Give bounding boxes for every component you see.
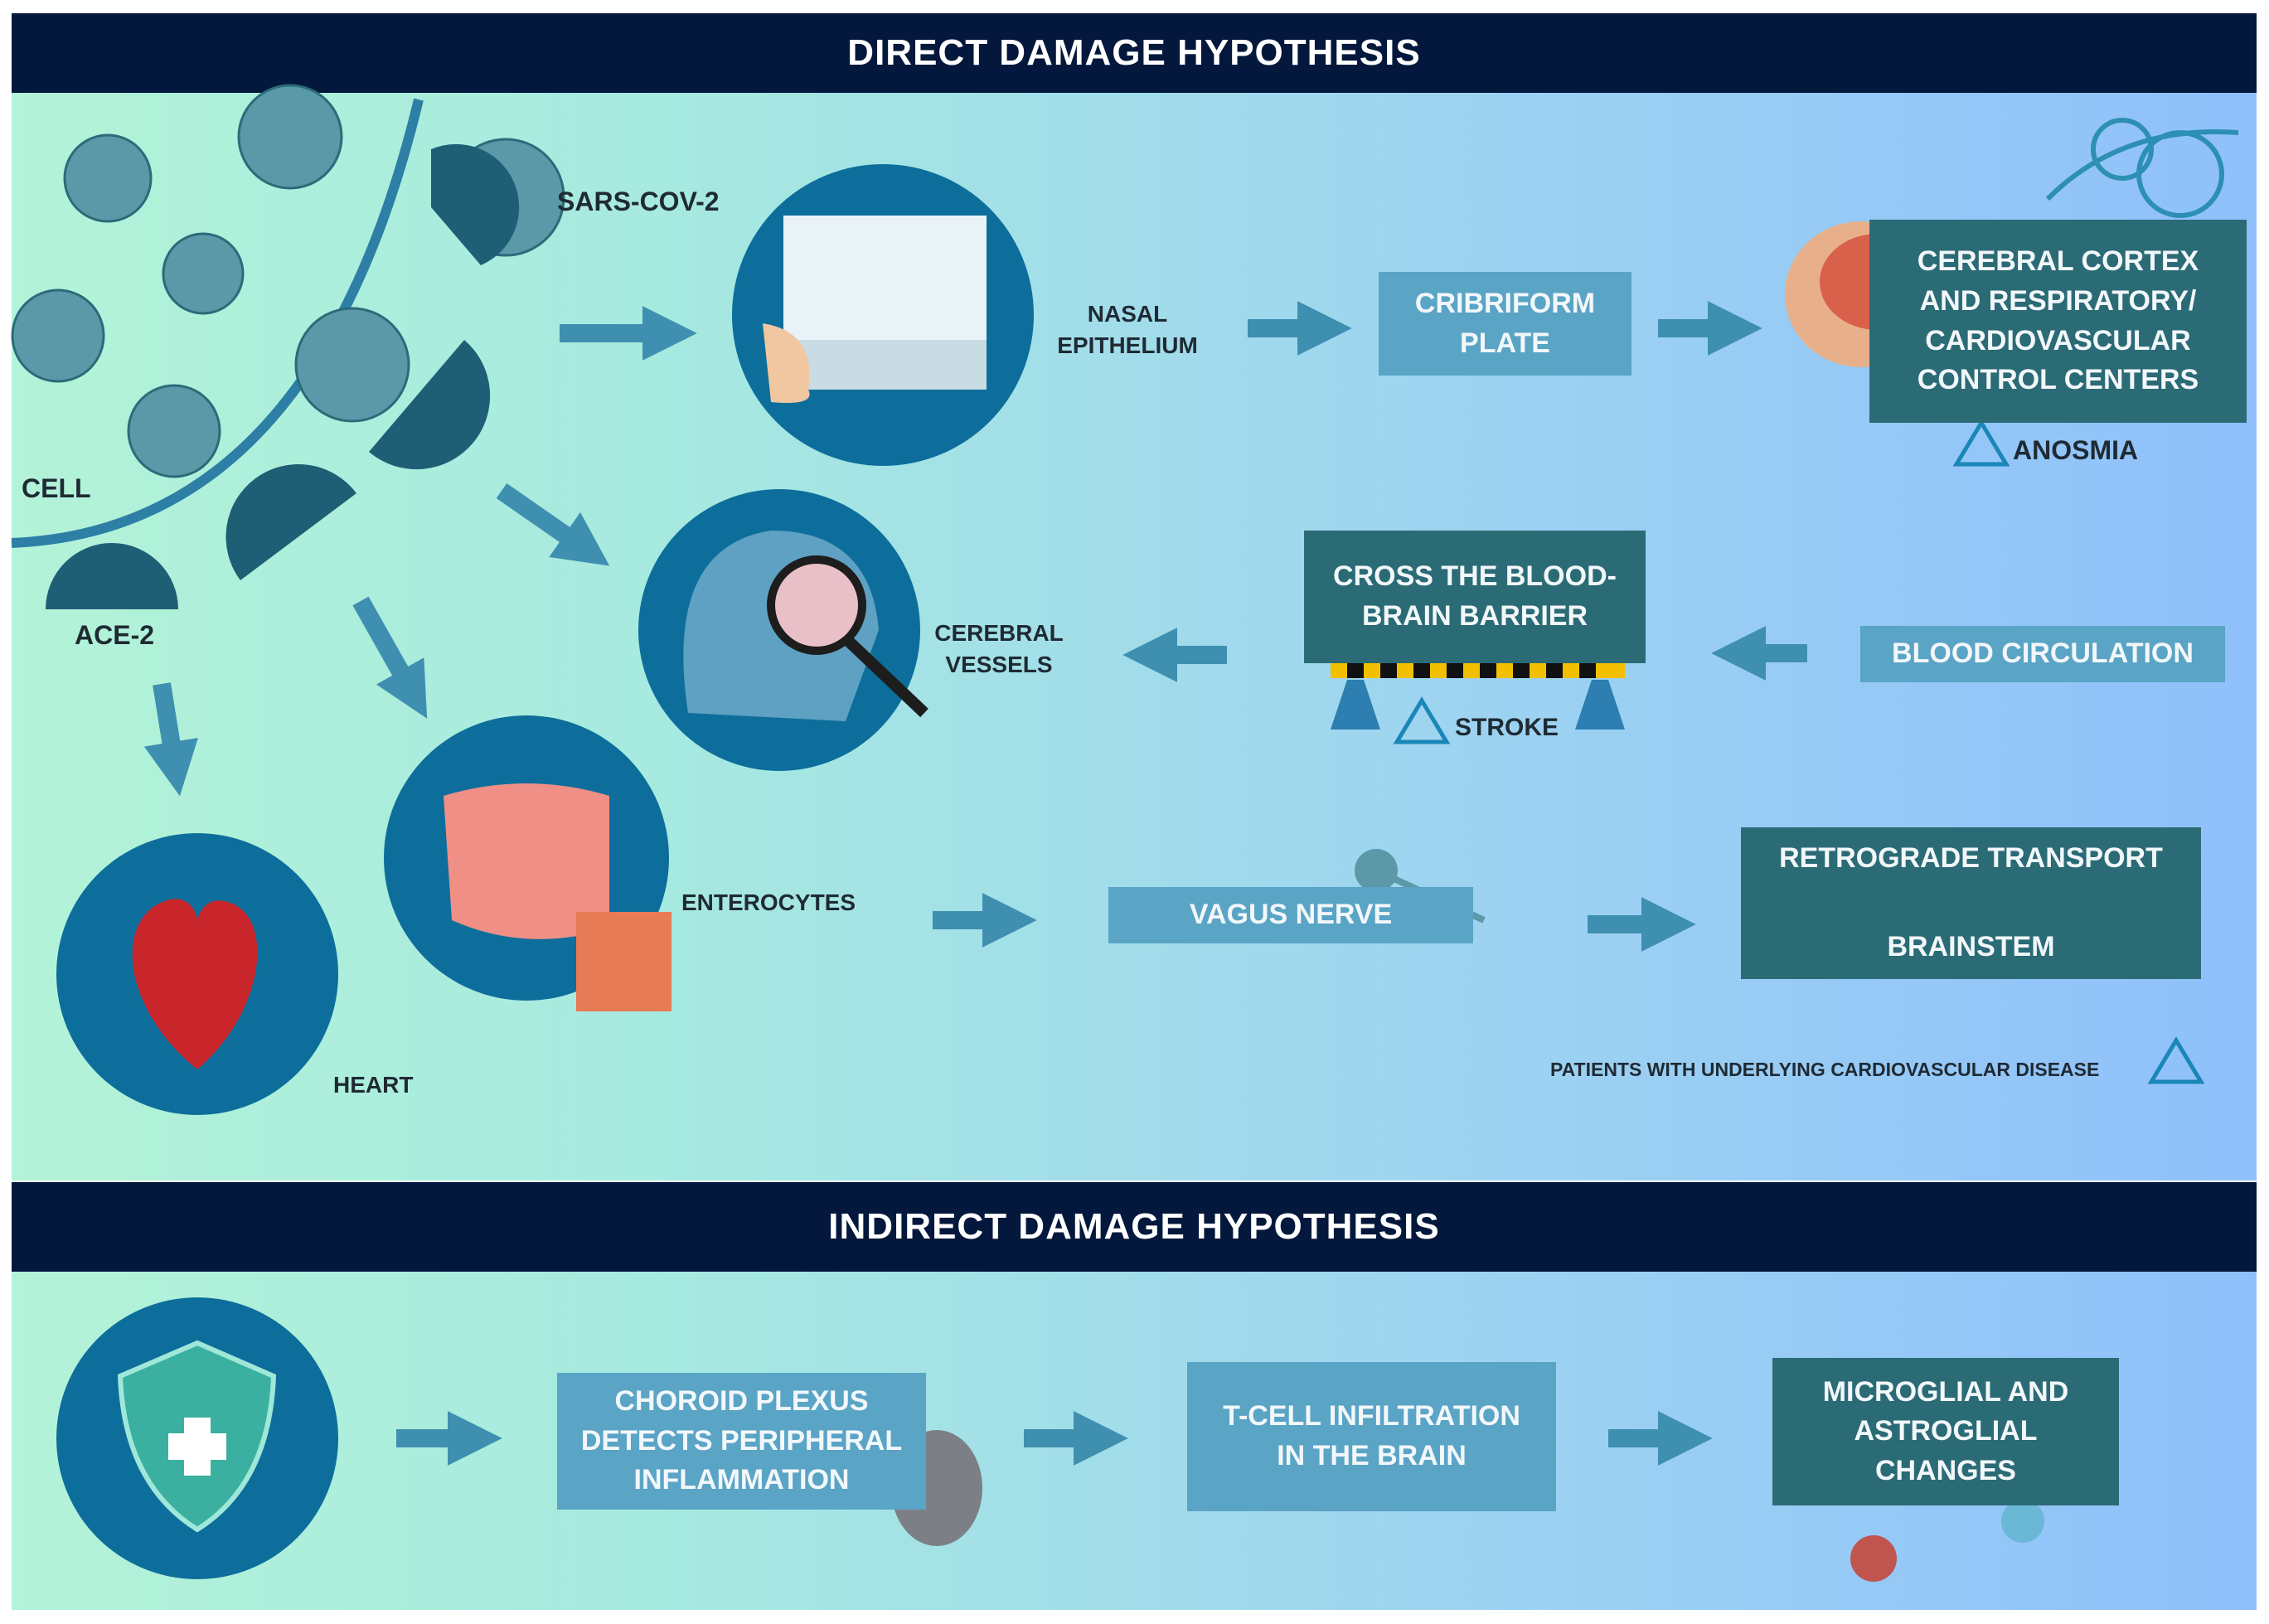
arrow-ace2-to-heart [143,682,198,797]
label-cerebral-vessels: CEREBRAL VESSELS [934,620,1064,677]
box-cribriform-plate: CRIBRIFORM PLATE [1379,272,1631,376]
box-blood-brain-barrier: CROSS THE BLOOD- BRAIN BARRIER [1304,531,1646,663]
label-ace2: ACE-2 [75,620,155,650]
traffic-cone-icon [1331,680,1380,730]
brainstem-text: BRAINSTEM [1887,931,2055,963]
traffic-cone-icon [1575,680,1625,730]
box-retrograde-transport: RETROGRADE TRANSPORT BRAINSTEM [1741,827,2201,979]
box-t-cell-infiltration: T-CELL INFILTRATION IN THE BRAIN [1187,1362,1556,1511]
label-heart: HEART [333,1072,414,1098]
retrograde-transport-text: RETROGRADE TRANSPORT [1779,842,2163,874]
neuron-icon [2045,118,2239,218]
glial-cells-icon [1850,1500,2044,1582]
cell-membrane [11,98,424,548]
label-enterocytes: ENTEROCYTES [681,890,856,915]
label-sars-cov-2: SARS-COV-2 [557,187,720,216]
box-choroid-plexus: CHOROID PLEXUS DETECTS PERIPHERAL INFLAM… [557,1373,926,1510]
arrow-virus-to-gut [352,596,428,719]
direct-hypothesis-header: DIRECT DAMAGE HYPOTHESIS [12,13,2257,93]
label-patients-cvd: PATIENTS WITH UNDERLYING CARDIOVASCULAR … [1550,1059,2100,1080]
box-blood-circulation: BLOOD CIRCULATION [1860,626,2225,682]
warning-icon [1393,419,2205,1084]
label-stroke: STROKE [1455,714,1559,741]
box-cerebral-cortex: CEREBRAL CORTEX AND RESPIRATORY/ CARDIOV… [1869,220,2247,423]
box-microglial-changes: MICROGLIAL AND ASTROGLIAL CHANGES [1772,1358,2119,1505]
label-cell: CELL [22,473,91,503]
label-anosmia: ANOSMIA [2013,435,2139,465]
arrow-virus-to-vessels [496,482,610,566]
ace2-receptor-icon [46,143,520,609]
label-nasal-epithelium: NASAL EPITHELIUM [1057,301,1198,358]
box-vagus-nerve: VAGUS NERVE [1108,887,1473,943]
indirect-hypothesis-header: INDIRECT DAMAGE HYPOTHESIS [12,1182,2257,1272]
